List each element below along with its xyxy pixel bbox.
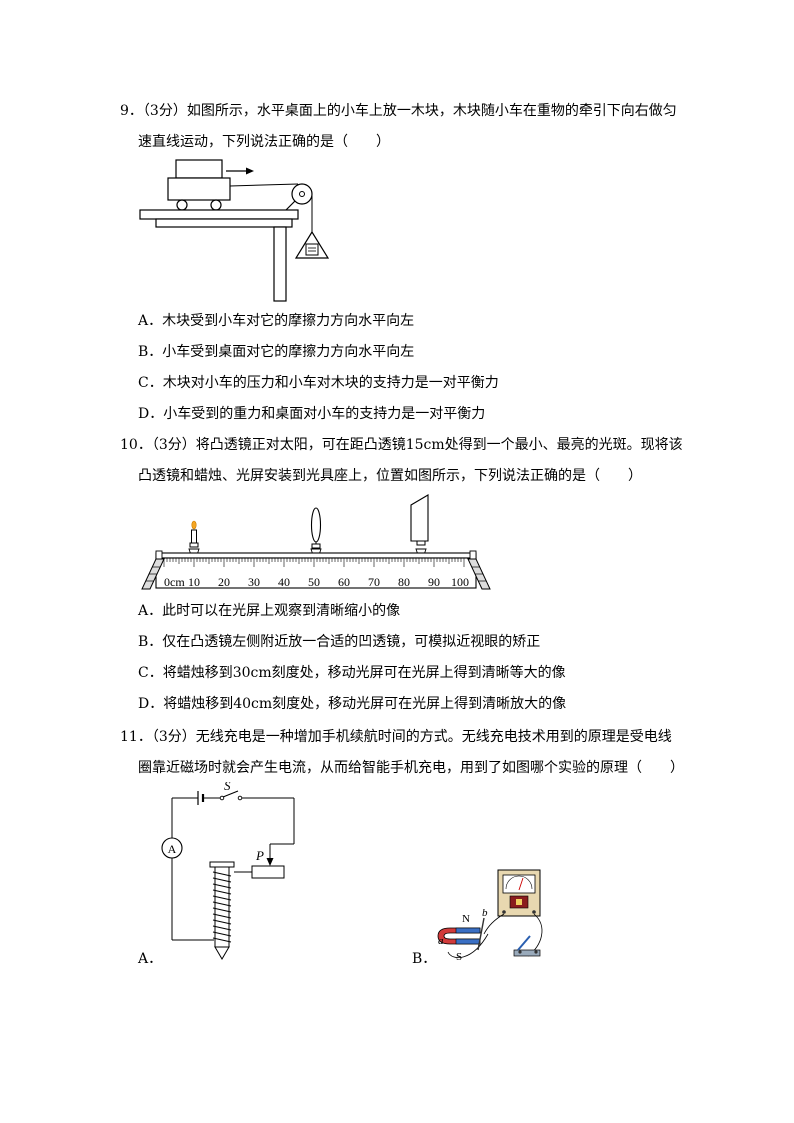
ammeter-label: A	[168, 842, 177, 856]
q11-stem-line1: 11．（3分）无线充电是一种增加手机续航时间的方式。无线充电技术用到的原理是受电…	[120, 729, 672, 745]
q9-stem-line1: 9．（3分）如图所示，水平桌面上的小车上放一木块，木块随小车在重物的牵引下向右做…	[120, 103, 677, 119]
switch-label: S	[224, 782, 231, 793]
q9-stem-line2: 速直线运动，下列说法正确的是（ ）	[138, 134, 390, 150]
candle	[189, 520, 199, 548]
north-label: N	[462, 913, 470, 925]
q10-option-a: A．此时可以在光屏上观察到清晰缩小的像	[138, 603, 401, 619]
slider-label: P	[255, 848, 264, 863]
bench-scale	[155, 557, 477, 589]
ruler-label: 50	[308, 575, 320, 589]
string	[229, 183, 299, 187]
b-label: b	[482, 907, 488, 919]
q10-stem-line2: 凸透镜和蜡烛、光屏安装到光具座上，位置如图所示，下列说法正确的是（ ）	[138, 468, 642, 484]
cart-wheel	[210, 199, 222, 211]
light-screen	[410, 494, 429, 546]
q10-option-b: B．仅在凸透镜左侧附近放一合适的凹透镜，可模拟近视眼的矫正	[138, 634, 541, 650]
q9-option-a: A．木块受到小车对它的摩擦力方向水平向左	[138, 313, 415, 329]
q9-option-c: C．木块对小车的压力和小车对木块的支持力是一对平衡力	[138, 375, 499, 391]
ruler-label: 60	[338, 575, 350, 589]
bench-rail	[155, 552, 477, 559]
q10-option-d: D．将蜡烛移到40cm刻度处，移动光屏可在光屏上得到清晰放大的像	[138, 696, 567, 712]
galvanometer	[497, 869, 541, 917]
conductor-ab	[477, 917, 485, 951]
ruler-label: 80	[398, 575, 410, 589]
cart-body	[167, 177, 231, 201]
ruler-label: 20	[218, 575, 230, 589]
q10-optical-bench-figure: 0cm 10 20 30 40 50 60 70 80 90 100	[141, 494, 491, 590]
a-label: a	[438, 935, 444, 947]
convex-lens	[310, 507, 322, 549]
iron-nail	[209, 861, 235, 960]
ruler-label: 30	[248, 575, 260, 589]
south-label: S	[456, 951, 462, 963]
ruler-label: 90	[428, 575, 440, 589]
rheostat	[251, 865, 285, 879]
wooden-block	[175, 159, 223, 179]
q9-cart-figure	[139, 159, 330, 302]
ruler-label: 40	[278, 575, 290, 589]
table-leg	[273, 226, 287, 302]
table-top	[139, 209, 299, 220]
ruler-label: 100	[451, 575, 469, 589]
q11-figure-a-label: A．	[138, 951, 163, 967]
q10-option-c: C．将蜡烛移到30cm刻度处，移动光屏可在光屏上得到清晰等大的像	[138, 665, 566, 681]
bench-support-right	[467, 550, 491, 590]
q11-electromagnet-figure: S P A	[161, 782, 295, 960]
u-magnet	[437, 927, 481, 945]
cart-wheel	[176, 199, 188, 211]
bench-support-left	[141, 550, 165, 590]
ruler-label: 70	[368, 575, 380, 589]
q10-stem-line1: 10．（3分）将凸透镜正对太阳，可在距凸透镜15cm处得到一个最小、最亮的光斑。…	[120, 437, 683, 453]
ruler-label: 0cm	[164, 575, 185, 589]
knife-switch	[513, 935, 541, 957]
ruler-label: 10	[188, 575, 200, 589]
q11-figure-b-label: B．	[412, 951, 437, 967]
switch	[222, 790, 239, 798]
q9-option-b: B．小车受到桌面对它的摩擦力方向水平向左	[138, 344, 415, 360]
q11-stem-line2: 圈靠近磁场时就会产生电流，从而给智能手机充电，用到了如图哪个实验的原理（ ）	[138, 760, 684, 776]
q9-option-d: D．小车受到的重力和桌面对小车的支持力是一对平衡力	[138, 406, 486, 422]
q11-induction-figure: N S a b	[437, 869, 543, 963]
